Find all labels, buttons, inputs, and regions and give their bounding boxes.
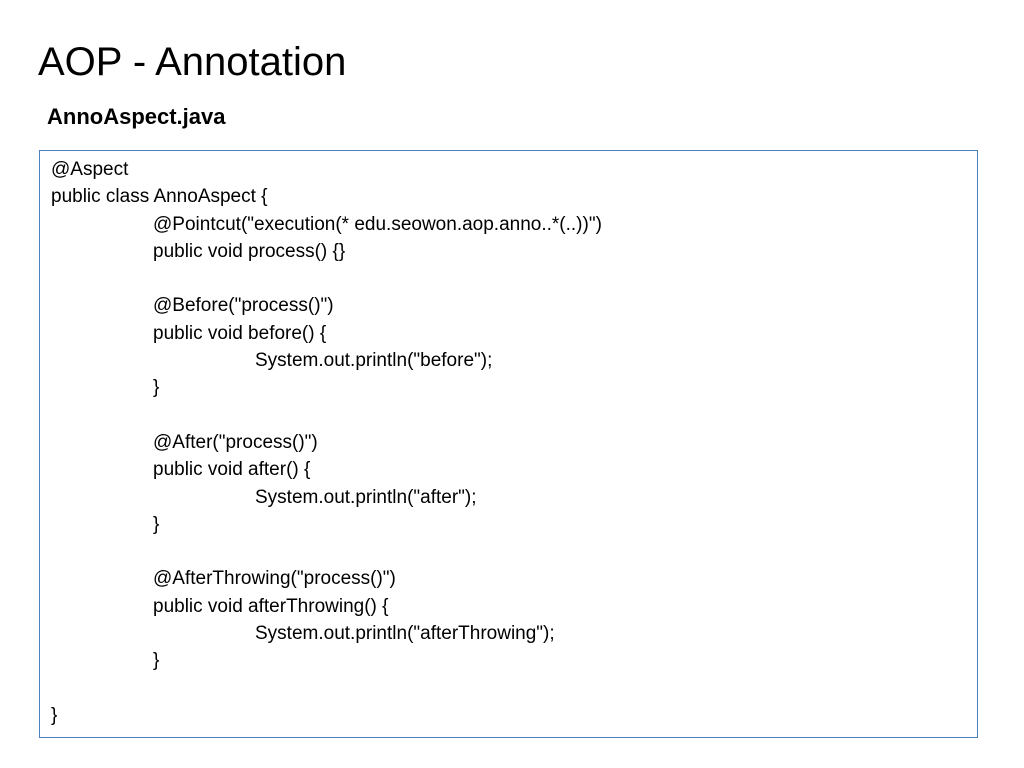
slide-title: AOP - Annotation	[38, 40, 347, 84]
code-line: }	[153, 513, 160, 535]
code-line: @Aspect	[51, 159, 129, 180]
code-line: }	[51, 704, 58, 726]
code-line: @AfterThrowing("process()")	[153, 568, 396, 590]
code-line: System.out.println("afterThrowing");	[255, 623, 555, 645]
code-line: public void process() {}	[153, 240, 346, 262]
code-line: public void before() {	[153, 322, 327, 344]
code-line: @After("process()")	[153, 431, 318, 453]
code-line: @Pointcut("execution(* edu.seowon.aop.an…	[153, 213, 602, 235]
code-block: @Aspect public class AnnoAspect { @Pointcu…	[39, 150, 978, 738]
code-line: public void after() {	[153, 459, 311, 481]
code-line	[40, 265, 977, 292]
code-line: }	[153, 650, 160, 672]
code-line: public class AnnoAspect {	[51, 186, 268, 208]
code-line	[40, 538, 977, 565]
code-line: }	[153, 377, 160, 399]
code-line: public void afterThrowing() {	[153, 595, 389, 617]
file-name-heading: AnnoAspect.java	[47, 104, 226, 129]
code-line	[40, 675, 977, 702]
code-line	[40, 402, 977, 429]
code-line: System.out.println("before");	[255, 350, 493, 372]
code-line: @Before("process()")	[153, 295, 334, 317]
code-line: System.out.println("after");	[255, 486, 477, 508]
